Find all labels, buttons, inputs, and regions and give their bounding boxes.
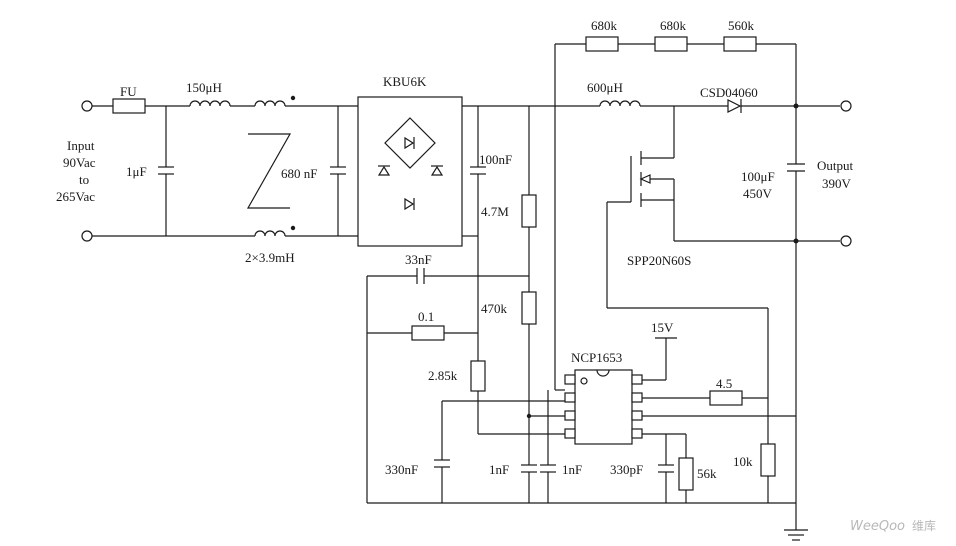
label-vcc: 15V — [651, 320, 674, 335]
label-bridge: KBU6K — [383, 74, 427, 89]
label-cap-1n-a: 1nF — [489, 462, 509, 477]
label-mosfet: SPP20N60S — [627, 253, 691, 268]
label-output-1: Output — [817, 158, 854, 173]
feedback-divider — [555, 36, 797, 106]
sense-divider — [521, 106, 537, 434]
bottom-caps — [434, 434, 694, 503]
label-r680b: 680k — [660, 18, 687, 33]
input-top-rail — [92, 95, 358, 114]
label-r470k: 470k — [481, 301, 508, 316]
label-cap-1u: 1μF — [126, 164, 147, 179]
label-ic: NCP1653 — [571, 350, 622, 365]
inductor-600uh-coil — [599, 100, 641, 107]
boost-diode — [727, 99, 742, 113]
cm-choke-top-coil — [254, 100, 286, 107]
input-bottom-rail — [92, 225, 358, 237]
cm-choke-core — [246, 133, 292, 209]
label-input-2: 90Vac — [63, 155, 96, 170]
fuse-symbol — [112, 98, 146, 114]
mosfet — [606, 106, 768, 309]
r-10k — [760, 443, 776, 477]
r-2-85k — [470, 360, 486, 392]
label-out-cap-1: 100μF — [741, 169, 775, 184]
label-cap-330p: 330pF — [610, 462, 643, 477]
label-r560: 560k — [728, 18, 755, 33]
label-cap-680n: 680 nF — [281, 166, 317, 181]
cap-680nf — [330, 106, 346, 236]
label-r4-7m: 4.7M — [481, 204, 509, 219]
watermark-suffix: 维库 — [912, 518, 936, 533]
label-fuse: FU — [120, 84, 137, 99]
label-inductor-150: 150μH — [186, 80, 222, 95]
shunt-loop — [366, 268, 529, 503]
label-input-1: Input — [67, 138, 95, 153]
label-diode: CSD04060 — [700, 85, 758, 100]
label-r0-1: 0.1 — [418, 309, 434, 324]
ground-symbol — [784, 529, 808, 541]
label-out-cap-2: 450V — [743, 186, 773, 201]
label-r10k: 10k — [733, 454, 753, 469]
label-r680a: 680k — [591, 18, 618, 33]
label-cap-33n: 33nF — [405, 252, 432, 267]
cap-1uf — [158, 106, 174, 236]
output-cap — [787, 106, 805, 530]
watermark: WeeQoo 维库 — [850, 518, 936, 534]
inductor-150uh-coil — [189, 100, 231, 107]
label-inductor-600: 600μH — [587, 80, 623, 95]
r-4-5 — [709, 390, 743, 406]
bridge-rectifier — [357, 96, 463, 247]
input-terminals — [81, 100, 93, 242]
label-cap-330n: 330nF — [385, 462, 418, 477]
label-r4-5: 4.5 — [716, 376, 732, 391]
label-input-3: to — [79, 172, 89, 187]
ic-ncp1653 — [564, 369, 643, 445]
cap-100nf — [470, 106, 486, 361]
label-input-4: 265Vac — [56, 189, 95, 204]
label-cm-choke: 2×3.9mH — [245, 250, 295, 265]
label-output-2: 390V — [822, 176, 852, 191]
watermark-brand: WeeQoo — [850, 519, 905, 534]
label-cap-100n: 100nF — [479, 152, 512, 167]
label-r56k: 56k — [697, 466, 717, 481]
cm-choke-bottom-coil — [254, 230, 286, 237]
label-cap-1n-b: 1nF — [562, 462, 582, 477]
label-r2-85k: 2.85k — [428, 368, 458, 383]
